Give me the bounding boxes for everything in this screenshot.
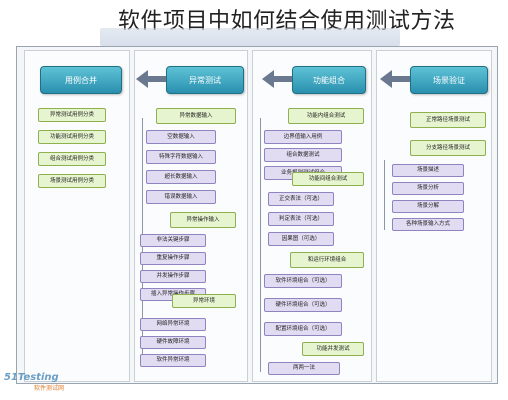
watermark-sub: 软件测试网 <box>34 385 65 392</box>
header-scenario-verification: 场景验证 <box>410 66 488 94</box>
list-item: 正常路径场景测试 <box>410 112 486 128</box>
connector-line <box>260 118 261 372</box>
group-label: 功能间组合测试 <box>292 172 364 186</box>
list-item: 各种场景输入方式 <box>392 218 464 231</box>
group-label: 异常环境 <box>172 294 236 308</box>
arrow-tail <box>392 76 410 82</box>
list-item: 错误数据输入 <box>146 190 216 204</box>
list-item: 特殊字符数据输入 <box>146 150 216 164</box>
list-item: 硬件环境组合（可选） <box>264 298 342 312</box>
group-label: 异常操作输入 <box>170 212 236 228</box>
group-label: 异常数据输入 <box>156 108 236 124</box>
faded-banner <box>100 28 400 46</box>
list-item: 空数据输入 <box>146 130 216 144</box>
list-item: 正交表法（可选） <box>268 192 334 206</box>
list-item: 因果图（可选） <box>268 232 334 246</box>
arrow-left-icon <box>136 70 148 88</box>
list-item: 功能测试用例分类 <box>38 130 106 144</box>
list-item: 超长数据输入 <box>146 170 216 184</box>
list-item: 配置环境组合（可选） <box>264 322 342 336</box>
group-label: 和运行环境组合 <box>290 252 364 268</box>
arrow-tail <box>274 76 292 82</box>
list-item: 硬件故障环境 <box>140 336 206 349</box>
header-function-combination: 功能组合 <box>292 66 366 94</box>
arrow-tail <box>148 76 166 82</box>
group-label: 功能内组合测试 <box>288 108 364 124</box>
list-item: 软件环境组合（可选） <box>264 274 342 288</box>
list-item: 非法关键步骤 <box>140 234 206 247</box>
watermark-brand: 51Testing <box>4 372 59 383</box>
column-scenario-verification <box>376 50 492 382</box>
list-item: 场景描述 <box>392 164 464 177</box>
list-item: 组合测试用例分类 <box>38 152 106 166</box>
watermark-logo: 51Testing 软件测试网 <box>4 370 90 394</box>
list-item: 场景分解 <box>392 200 464 213</box>
arrow-left-icon <box>262 70 274 88</box>
list-item: 异常测试用例分类 <box>38 108 106 122</box>
list-item: 软件异常环境 <box>140 354 206 367</box>
list-item: 并发操作步骤 <box>140 270 206 283</box>
header-exception-test: 异常测试 <box>166 66 244 94</box>
list-item: 判定表法（可选） <box>268 212 334 226</box>
column-case-merge <box>24 50 130 382</box>
connector-line <box>384 160 385 230</box>
header-case-merge: 用例合并 <box>40 66 122 94</box>
list-item: 网络异常环境 <box>140 318 206 331</box>
list-item: 分支路径场景测试 <box>410 140 486 156</box>
list-item: 场景分析 <box>392 182 464 195</box>
list-item: 组合数据测试 <box>264 148 342 162</box>
list-item: 边界值输入用例 <box>264 130 342 144</box>
list-item: 两两一法 <box>268 362 340 375</box>
arrow-left-icon <box>380 70 392 88</box>
list-item: 场景测试用例分类 <box>38 174 106 188</box>
list-item: 重复操作步骤 <box>140 252 206 265</box>
group-label: 功能并发测试 <box>302 342 364 356</box>
